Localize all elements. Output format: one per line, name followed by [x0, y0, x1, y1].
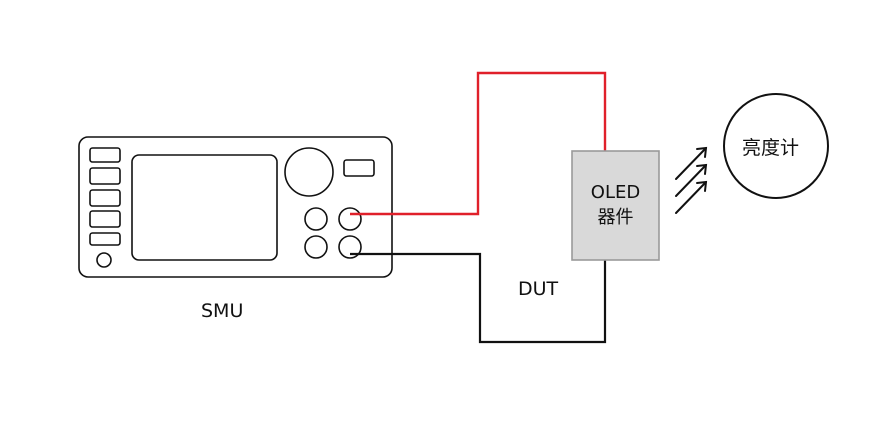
- smu-terminal-top-left: [304, 207, 328, 231]
- smu-label: SMU: [201, 300, 244, 322]
- smu-key-5: [89, 232, 121, 246]
- oled-device-label: OLED 器件: [572, 180, 659, 230]
- smu-rotary-knob: [284, 147, 334, 197]
- smu-display-screen: [131, 154, 278, 261]
- return-wire: [350, 252, 607, 344]
- dut-label: DUT: [518, 278, 559, 300]
- light-rays-icon: [675, 146, 708, 214]
- smu-key-4: [89, 210, 121, 228]
- oled-device-box: [571, 150, 660, 261]
- luminance-meter-label: 亮度计: [742, 137, 800, 159]
- smu-key-3: [89, 189, 121, 207]
- smu-key-2: [89, 167, 121, 185]
- smu-terminal-top-right: [338, 207, 362, 231]
- smu-terminal-bottom-left: [304, 235, 328, 259]
- smu-key-1: [89, 147, 121, 163]
- oled-label-line1: OLED: [590, 182, 641, 203]
- positive-wire: [350, 71, 607, 216]
- smu-usb-port: [343, 159, 375, 177]
- smu-terminal-bottom-right: [338, 235, 362, 259]
- smu-instrument: [78, 136, 393, 278]
- smu-power-button: [96, 252, 112, 268]
- oled-label-line2: 器件: [597, 207, 634, 228]
- luminance-meter-circle: [723, 93, 829, 199]
- smu-body: [78, 136, 393, 278]
